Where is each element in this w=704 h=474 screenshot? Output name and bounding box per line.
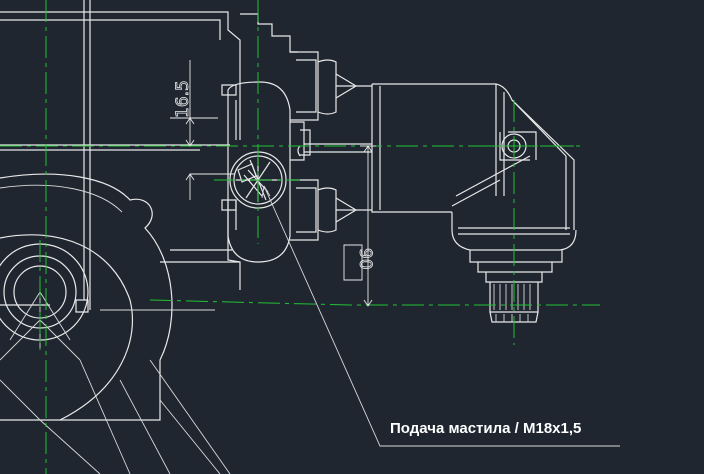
centerlines xyxy=(0,0,600,474)
callout-leader xyxy=(261,185,620,447)
dimension-label-16-5: 16.5 xyxy=(173,80,193,118)
motor-flange xyxy=(0,173,231,474)
valve-block xyxy=(221,13,372,263)
dimension-label-90: 90 xyxy=(355,248,375,270)
dimension-16-5: 16.5 xyxy=(170,60,235,200)
callout-label: Подача мастила / M18x1,5 xyxy=(390,420,581,437)
gearbox-body xyxy=(0,0,241,310)
right-housing xyxy=(371,83,577,323)
dimension-90: 90 xyxy=(343,145,376,307)
